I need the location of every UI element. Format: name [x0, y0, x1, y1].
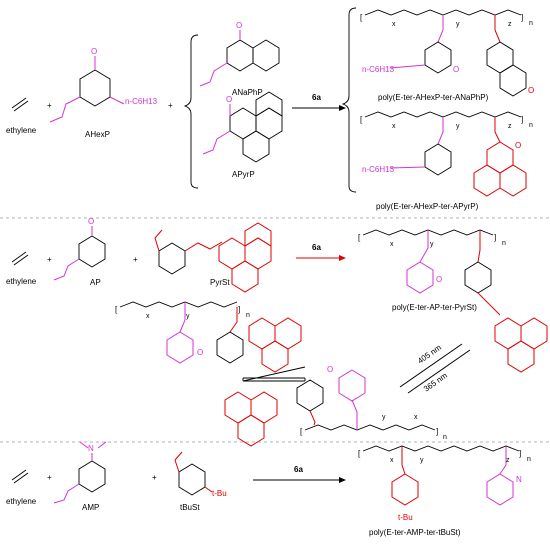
bracket-open-p4: [ [358, 449, 361, 458]
subscript-x-p3: x [390, 241, 394, 248]
bracket-open-p1: [ [360, 13, 363, 22]
anaphp-structure: O [199, 21, 280, 87]
tbu-label-polymer: t-Bu [398, 513, 413, 522]
ethylene-label-2: ethylene [6, 277, 37, 286]
bracket-close-p1: ] [521, 13, 523, 22]
subscript-x-dimer-top: x [146, 313, 150, 320]
subscript-n-p3: n [502, 240, 506, 247]
plus-sign-2: + [168, 101, 173, 110]
tbust-structure: t-Bu [174, 451, 227, 498]
amp-structure: N [53, 441, 107, 504]
subscript-y-dimer-top: y [186, 313, 190, 320]
pyrst-structure [154, 222, 272, 293]
ahexp-structure: O n-C6H13 [49, 47, 158, 123]
left-brace-1 [183, 34, 199, 189]
subscript-y-p4: y [420, 457, 424, 464]
apyrp-label: APyrP [232, 170, 255, 179]
hexyl-label-p2: n-C6H13 [362, 165, 395, 174]
photo-switch-arrows [399, 343, 471, 394]
subscript-z-p4: z [506, 457, 510, 464]
subscript-n-p1: n [529, 20, 533, 27]
ethylene-structure-2 [11, 251, 29, 266]
subscript-n-p2: n [529, 122, 533, 129]
panel-1: ethylene + O n-C6H13 AHexP + O ANaPhP [6, 7, 534, 211]
panel-2: ethylene + O AP + PyrSt 6a [ ] n x [6, 217, 548, 447]
panel-3: ethylene + N AMP + t-Bu tBuSt 6a [ ] n x [6, 441, 531, 537]
apyrp-structure: O [202, 91, 283, 163]
methoxy-o-ahexp: O [91, 47, 97, 56]
polymer-1-structure: [ ] n x y z O n-C6H13 O [360, 9, 534, 97]
ahexp-label: AHexP [85, 130, 110, 139]
arrow-forward [407, 349, 471, 394]
subscript-y-p1: y [456, 21, 460, 28]
polymer-1-label: poly(E-ter-AHexP-ter-ANaPhP) [378, 93, 489, 102]
bracket-close-p3: ] [494, 233, 496, 242]
ethylene-structure-3 [11, 469, 29, 484]
subscript-y-p3: y [430, 241, 434, 248]
subscript-x-dimer-bottom: x [414, 414, 418, 421]
methoxy-o-p1a: O [453, 65, 459, 74]
nitrogen-amp: N [88, 444, 94, 453]
methoxy-o-p2: O [515, 141, 521, 150]
polymer-2-label: poly(E-ter-AHexP-ter-APyrP) [376, 202, 479, 211]
plus-sign: + [47, 101, 52, 110]
subscript-y-p2: y [456, 123, 460, 130]
ap-structure: O [53, 217, 106, 281]
amp-label: AMP [82, 503, 99, 512]
right-brace-1 [341, 7, 357, 193]
bracket-open-dimer-bottom: [ [300, 427, 303, 436]
methoxy-o-ap: O [88, 217, 94, 226]
anaphp-label: ANaPhP [232, 88, 263, 97]
subscript-n-dimer-bottom: n [443, 434, 447, 441]
hexyl-label-ahexp: n-C6H13 [125, 97, 158, 106]
bracket-open-p3: [ [358, 233, 361, 242]
polymer-3-label: poly(E-ter-AP-ter-PyrSt) [392, 303, 477, 312]
tbu-label-monomer: t-Bu [212, 489, 227, 498]
arrow-reverse [399, 343, 463, 388]
bracket-open-p2: [ [360, 115, 363, 124]
nitrogen-polymer: N [516, 475, 522, 484]
plus-sign-3: + [47, 255, 52, 264]
ethylene-label-3: ethylene [6, 497, 37, 506]
subscript-z-p1: z [508, 21, 512, 28]
polymer-2-structure: [ ] n x y z n-C6H13 O [360, 111, 533, 197]
bracket-close-p2: ] [521, 115, 523, 124]
bracket-close-dimer-top: ] [238, 305, 240, 314]
methoxy-o-dimer-bottom: O [327, 365, 333, 374]
polymer-4-structure: [ ] n x y z t-Bu N [358, 445, 531, 522]
subscript-y-dimer-bottom: y [382, 414, 386, 421]
irradiation-405: 405 nm [416, 343, 443, 366]
bracket-close-dimer-bottom: ] [436, 427, 438, 436]
subscript-z-p2: z [508, 123, 512, 130]
polymer-3-structure: [ ] n x y O [358, 229, 548, 373]
plus-sign-6: + [152, 473, 157, 482]
methoxy-o-apyrp: O [226, 95, 232, 104]
subscript-n-dimer-top: n [246, 312, 250, 319]
tbust-label: tBuSt [180, 503, 200, 512]
methoxy-o-p1b: O [528, 86, 534, 95]
polymer-4-label: poly(E-ter-AMP-ter-tBuSt) [369, 528, 461, 537]
pyrst-label: PyrSt [210, 278, 230, 287]
plus-sign-4: + [133, 255, 138, 264]
catalyst-label-3: 6a [294, 465, 303, 474]
subscript-x-p1: x [392, 21, 396, 28]
ethylene-label-1: ethylene [6, 126, 37, 135]
ethylene-structure-1 [11, 97, 29, 112]
methoxy-o-dimer: O [197, 348, 203, 357]
bracket-close-p4: ] [519, 449, 521, 458]
ap-label: AP [90, 278, 101, 287]
catalyst-label-1: 6a [312, 93, 321, 102]
subscript-x-p2: x [392, 123, 396, 130]
methoxy-o-anaphp: O [236, 21, 242, 30]
hexyl-label-p1: n-C6H13 [362, 65, 395, 74]
plus-sign-5: + [47, 473, 52, 482]
subscript-x-p4: x [390, 457, 394, 464]
catalyst-label-2: 6a [312, 243, 321, 252]
crosslinked-dimer-structure: [ ] n x y O [ ] n [115, 301, 447, 447]
subscript-n-p4: n [527, 456, 531, 463]
bracket-open-dimer-top: [ [115, 305, 118, 314]
methoxy-o-p3: O [436, 275, 442, 284]
